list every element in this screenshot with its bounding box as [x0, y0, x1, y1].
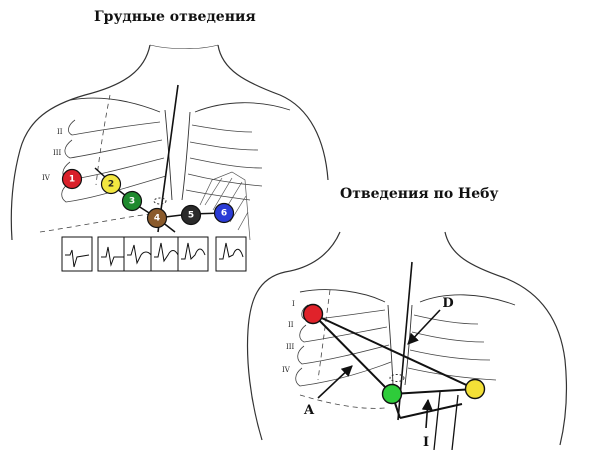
nebu-torso-figure [246, 231, 567, 446]
arrow-i [421, 398, 433, 429]
xiphoid-marker [153, 197, 167, 205]
nebu-triangle [312, 313, 476, 419]
electrode-label: 2 [108, 180, 114, 190]
chest-midline [157, 84, 179, 233]
nebu-rib-label-iv: IV [282, 366, 291, 374]
rib-label-ii: II [57, 128, 63, 136]
chest-torso-figure [10, 44, 329, 241]
electrode-label: 4 [154, 214, 160, 224]
electrode-v6 [213, 202, 235, 224]
electrode-label: 6 [221, 209, 227, 219]
chest-electrodes: 1 2 3 4 5 6 [61, 168, 235, 229]
nebu-arrows [317, 309, 441, 429]
arrow-label-a: A [303, 403, 315, 418]
nebu-leads-title: Отведения по Небу [340, 186, 499, 202]
ecg-strip-frame [215, 236, 247, 272]
electrode-label: 5 [188, 211, 194, 221]
nebu-electrodes [302, 303, 486, 405]
nebu-rib-label-iii: III [286, 343, 295, 351]
electrode-v3 [121, 190, 143, 212]
ecg-waveform [65, 249, 90, 268]
nebu-vertical-lines [433, 391, 459, 450]
nebu-xiphoid-marker [389, 374, 405, 382]
chest-leads-title: Грудные отведения [94, 9, 256, 25]
arrow-label-d: D [442, 296, 453, 311]
nebu-electrode-yellow [464, 378, 486, 400]
ecg-strips [61, 236, 247, 272]
nebu-rib-label-i: I [292, 300, 295, 308]
ecg-waveform [127, 244, 152, 265]
electrode-label: 1 [69, 175, 75, 185]
arrow-label-i: I [423, 435, 429, 450]
nebu-electrode-red [302, 303, 324, 325]
electrode-v4 [146, 207, 168, 229]
ecg-strip-frame [177, 236, 209, 272]
electrode-v5 [180, 204, 202, 226]
ecg-strip-frame [150, 236, 182, 272]
arrow-a [317, 365, 353, 399]
ecg-strip-frame [61, 236, 93, 272]
arrow-d [407, 309, 441, 345]
ecg-waveform [154, 242, 179, 263]
rib-label-iii: III [53, 149, 62, 157]
ecg-waveform [101, 246, 125, 267]
ecg-strip-frame [97, 236, 129, 272]
nebu-electrode-green [381, 383, 403, 405]
chest-rib-labels: II III IV [42, 128, 63, 182]
rib-label-iv: IV [42, 174, 51, 182]
electrode-v1 [61, 168, 83, 190]
ecg-waveform [219, 242, 244, 260]
nebu-rib-label-ii: II [288, 321, 294, 329]
electrode-v2 [100, 173, 122, 195]
electrode-label: 3 [129, 197, 135, 207]
nebu-rib-labels: I II III IV [282, 300, 295, 374]
ecg-waveform [181, 242, 206, 261]
